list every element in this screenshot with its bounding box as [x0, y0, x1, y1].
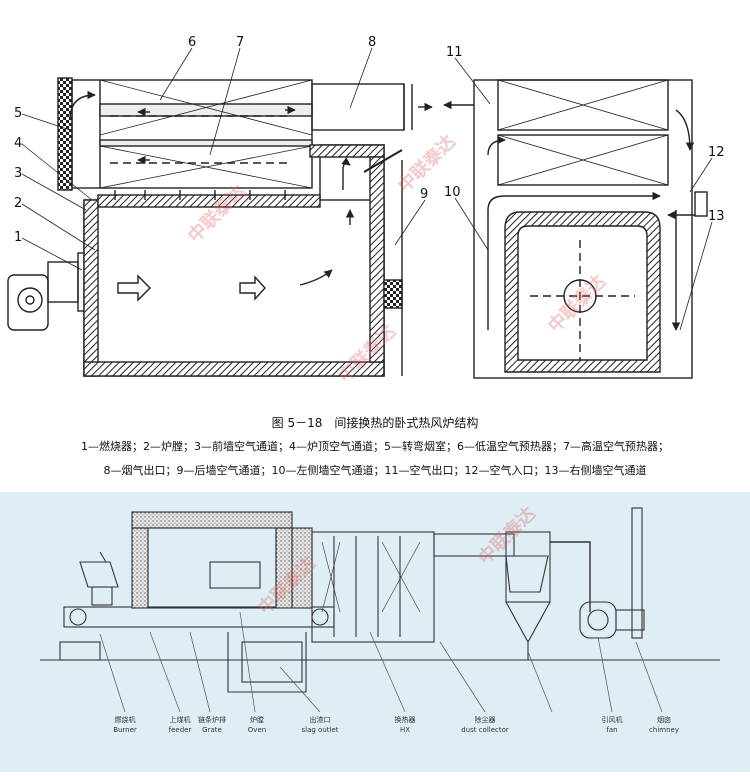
callout-6: 6 [188, 35, 196, 50]
chain-grate [59, 606, 335, 661]
dust-collector [505, 531, 551, 603]
label-slag-outlet-en: slag outlet [301, 726, 338, 734]
callout-13: 13 [708, 209, 725, 224]
chimney [631, 507, 643, 639]
callout-3: 3 [14, 166, 22, 181]
callout-8: 8 [368, 35, 376, 50]
slag-outlet [241, 641, 303, 683]
bottom-figure-panel: 燃烧机 Burner 上煤机 feeder 链条炉排 Grate 炉膛 Oven… [0, 492, 750, 772]
callout-9: 9 [420, 187, 428, 202]
horizontal-hot-air-furnace-diagram: 1 2 3 4 5 6 7 8 9 10 11 12 13 [7, 35, 725, 379]
label-dust-collector-cn: 除尘器 [475, 715, 496, 724]
callout-7: 7 [236, 35, 244, 50]
label-feeder-en: feeder [169, 726, 192, 734]
label-fan-cn: 引风机 [602, 715, 623, 724]
burner [7, 252, 93, 331]
label-fan-en: fan [606, 726, 617, 734]
figure-legend-line-1: 1—燃烧器；2—炉膛；3—前墙空气通道；4—炉顶空气通道；5—转弯烟室；6—低温… [81, 440, 669, 453]
callout-4: 4 [14, 136, 22, 151]
label-feeder-cn: 上煤机 [170, 715, 191, 724]
heat-exchanger [311, 531, 435, 643]
flue-gas-outlet [311, 83, 405, 131]
label-oven-cn: 炉膛 [250, 715, 264, 724]
top-figure-panel: 1 2 3 4 5 6 7 8 9 10 11 12 13 图 5－18 间接换… [7, 35, 725, 477]
callout-5: 5 [14, 106, 22, 121]
callout-12: 12 [708, 145, 725, 160]
label-chimney-en: chimney [649, 726, 679, 734]
label-slag-outlet-cn: 出渣口 [310, 715, 331, 724]
figure-legend-line-2: 8—烟气出口；9—后墙空气通道；10—左侧墙空气通道；11—空气出口；12—空气… [103, 464, 647, 477]
callout-1: 1 [14, 230, 22, 245]
callout-numbers: 1 2 3 4 5 6 7 8 9 10 11 12 13 [14, 35, 725, 245]
callout-10: 10 [444, 185, 461, 200]
label-oven-en: Oven [248, 726, 266, 734]
front-view [443, 57, 713, 379]
callout-11: 11 [446, 45, 463, 60]
heat-exchanger-box [71, 79, 313, 189]
side-view [7, 47, 433, 377]
label-burner-cn: 燃烧机 [115, 715, 136, 724]
label-dust-collector-en: dust collector [461, 726, 509, 734]
label-chimney-cn: 烟囱 [657, 715, 671, 724]
hot-air-furnace-process-diagram: 燃烧机 Burner 上煤机 feeder 链条炉排 Grate 炉膛 Oven… [40, 507, 720, 734]
furnace-roof [131, 511, 293, 529]
induced-draft-fan [579, 601, 617, 639]
label-grate-en: Grate [202, 726, 222, 734]
figure-caption-title: 图 5－18 间接换热的卧式热风炉结构 [271, 416, 479, 430]
label-hx-cn: 换热器 [395, 715, 416, 724]
duct [433, 533, 515, 557]
furnace-oven [147, 527, 277, 609]
label-grate-cn: 链条炉排 [198, 715, 226, 724]
turning-smoke-chamber-wall [57, 77, 73, 191]
callout-2: 2 [14, 196, 22, 211]
feed-hopper [79, 551, 119, 606]
label-burner-en: Burner [113, 726, 137, 734]
label-hx-en: HX [400, 726, 410, 734]
